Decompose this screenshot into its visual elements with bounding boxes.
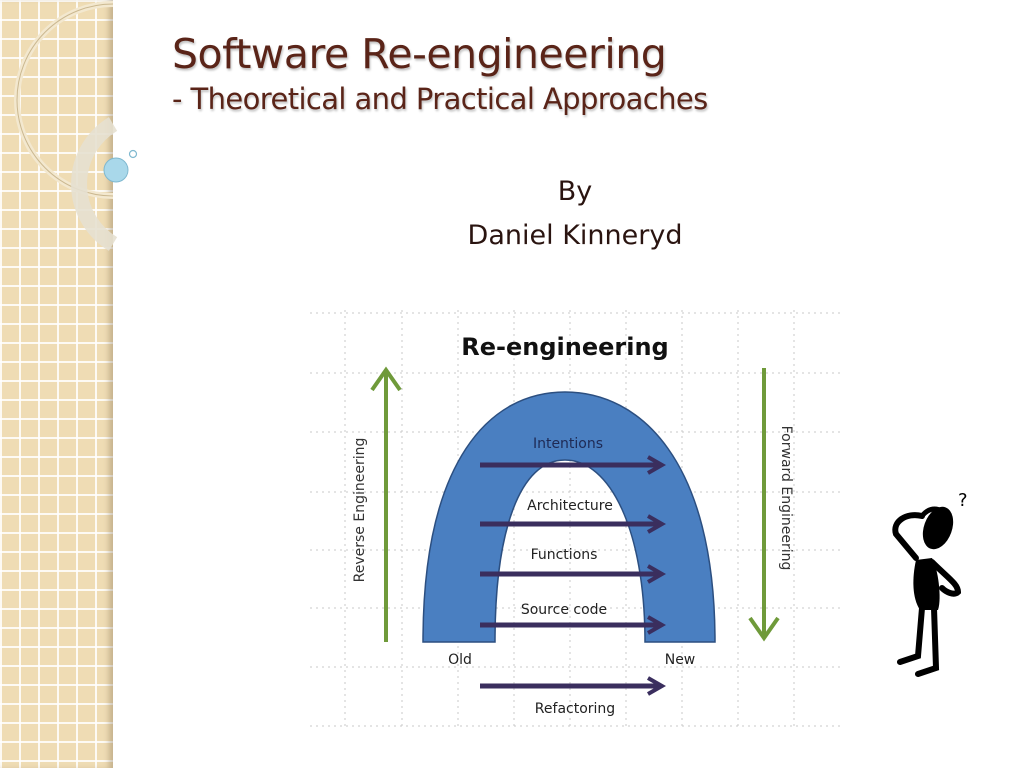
by-label: By: [557, 176, 593, 207]
reverse-engineering-arrow-icon: [370, 366, 402, 642]
forward-engineering-arrow-icon: [748, 368, 780, 642]
level-intentions: Intentions: [533, 436, 603, 452]
slide-title-block: Software Re-engineering - Theoretical an…: [172, 28, 708, 118]
reengineering-diagram: Re-engineering Intentions Architecture F…: [310, 310, 840, 730]
level-source-code: Source code: [521, 602, 607, 618]
old-label: Old: [448, 652, 472, 668]
thinking-person-icon: ?: [892, 490, 968, 677]
small-bubble-icon: [128, 149, 138, 159]
diagram-title: Re-engineering: [461, 333, 668, 361]
level-functions: Functions: [531, 547, 598, 563]
decorative-circles: [14, 1, 138, 251]
new-label: New: [665, 652, 696, 668]
refactoring-label: Refactoring: [535, 701, 615, 717]
author-name: Daniel Kinneryd: [467, 220, 683, 251]
slide-title: Software Re-engineering: [172, 30, 667, 78]
reverse-engineering-label: Reverse Engineering: [352, 438, 368, 583]
slide-subtitle: - Theoretical and Practical Approaches: [172, 82, 708, 116]
bubble-icon: [103, 157, 129, 183]
question-mark-icon: ?: [958, 490, 968, 511]
forward-engineering-label: Forward Engineering: [778, 426, 794, 571]
arch-shape: [422, 391, 716, 643]
level-architecture: Architecture: [527, 498, 613, 514]
byline: By Daniel Kinneryd: [420, 170, 730, 258]
level-arrows: [480, 455, 667, 696]
